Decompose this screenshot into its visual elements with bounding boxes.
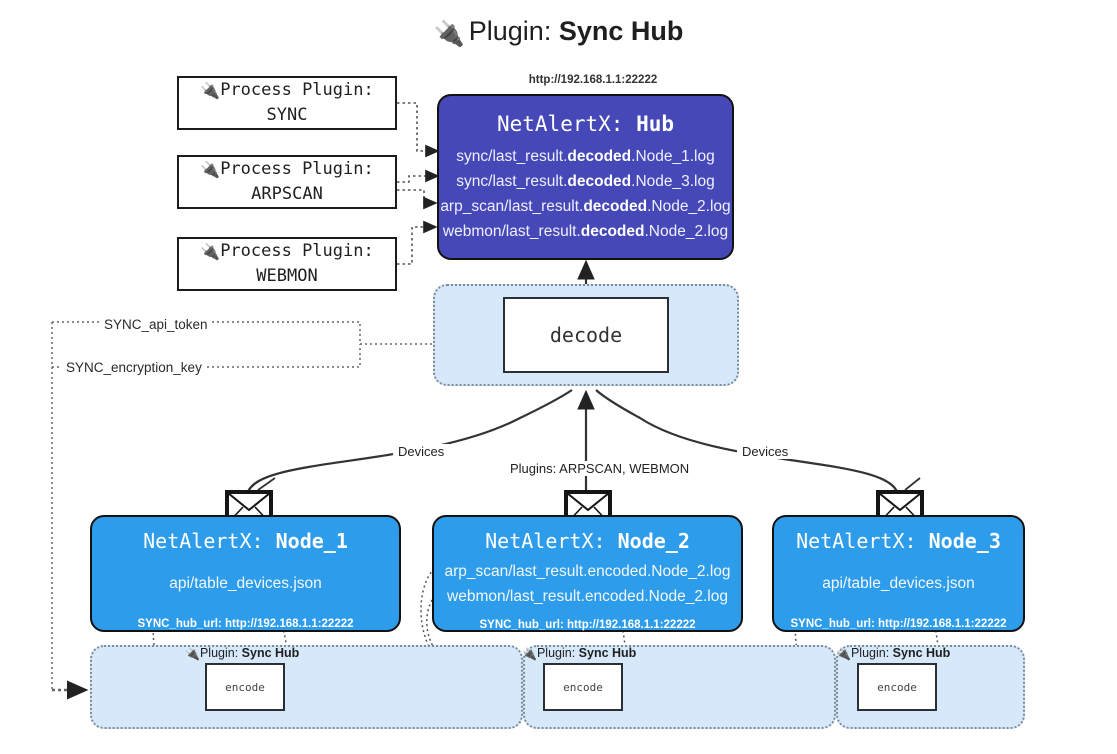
plug-icon: 🔌 [433,20,465,48]
node-title-name: Node_2 [617,529,690,553]
node-1[interactable]: NetAlertX: Node_1 api/table_devices.json… [90,515,401,632]
edge-label-devices-left: Devices [393,444,450,459]
hub-node[interactable]: NetAlertX: Hub sync/last_result.decoded.… [437,94,734,260]
node-line: api/table_devices.json [169,575,322,592]
node-3[interactable]: NetAlertX: Node_3 api/table_devices.json… [772,515,1025,632]
decode-box[interactable]: decode [503,297,669,373]
log-post: .Node_1.log [631,148,715,165]
log-mid: decoded [567,148,632,165]
hub-log-line: webmon/last_result.decoded.Node_2.log [439,219,732,244]
log-post: .Node_3.log [631,173,715,190]
node-hub-url-label: SYNC_hub_url: http://192.168.1.1:22222 [479,619,696,631]
plugin-prefix: Plugin: [536,646,576,660]
node-line: webmon/last_result.encoded.Node_2.log [447,588,728,605]
plugin-name: Sync Hub [892,646,951,660]
process-plugin-arpscan[interactable]: 🔌Process Plugin: ARPSCAN [177,155,397,209]
log-pre: sync/last_result. [456,173,568,190]
hub-title: NetAlertX: Hub [439,112,732,136]
encode-box-2[interactable]: encode [543,663,623,711]
node-line-list: arp_scan/last_result.encoded.Node_2.log … [434,559,741,609]
plug-icon: 🔌 [200,81,221,100]
plugin-prefix: Plugin: [850,646,890,660]
plugin-name: Sync Hub [578,646,637,660]
process-plugin-label: Process Plugin: [220,241,374,261]
sync-api-token-label: SYNC_api_token [100,317,212,332]
node-title: NetAlertX: Node_2 [434,529,741,553]
hub-log-line: arp_scan/last_result.decoded.Node_2.log [439,194,732,219]
hub-log-line: sync/last_result.decoded.Node_3.log [439,169,732,194]
hub-title-prefix: NetAlertX: [496,112,624,136]
node-title: NetAlertX: Node_1 [92,529,399,553]
node-hub-url-label: SYNC_hub_url: http://192.168.1.1:22222 [790,618,1007,630]
encode-plugin-label-1: 🔌Plugin: Sync Hub [185,646,299,661]
edge-label-plugins: Plugins: ARPSCAN, WEBMON [505,461,695,476]
title-name: Sync Hub [558,16,684,46]
plugin-name: Sync Hub [241,646,300,660]
process-plugin-name: ARPSCAN [251,184,323,204]
plug-icon: 🔌 [200,160,221,179]
edge-label-devices-right: Devices [737,444,794,459]
node-line: arp_scan/last_result.encoded.Node_2.log [444,563,731,580]
node-line: api/table_devices.json [822,575,975,592]
node-title-name: Node_1 [275,529,348,553]
node-title-name: Node_3 [928,529,1001,553]
encode-plugin-label-2: 🔌Plugin: Sync Hub [522,646,636,661]
log-pre: sync/last_result. [456,148,568,165]
process-plugin-label: Process Plugin: [220,80,374,100]
log-mid: decoded [567,173,632,190]
hub-title-name: Hub [636,112,675,136]
node-title-prefix: NetAlertX: [143,529,264,553]
process-plugin-name: WEBMON [256,266,318,286]
sync-encryption-key-label: SYNC_encryption_key [62,360,206,375]
node-title: NetAlertX: Node_3 [774,529,1023,553]
log-pre: arp_scan/last_result. [440,198,584,215]
node-2[interactable]: NetAlertX: Node_2 arp_scan/last_result.e… [432,515,743,632]
process-plugin-sync[interactable]: 🔌Process Plugin: SYNC [177,76,397,130]
log-mid: decoded [583,198,648,215]
log-mid: decoded [580,223,645,240]
node-title-prefix: NetAlertX: [485,529,606,553]
plug-icon: 🔌 [836,647,851,661]
process-plugin-name: SYNC [266,105,308,125]
title-prefix: Plugin: [468,16,552,46]
hub-log-list: sync/last_result.decoded.Node_1.log sync… [439,144,732,244]
encode-plugin-label-3: 🔌Plugin: Sync Hub [836,646,950,661]
encode-box-3[interactable]: encode [857,663,937,711]
log-pre: webmon/last_result. [442,223,581,240]
hub-url-label: http://192.168.1.1:22222 [528,74,658,86]
node-title-prefix: NetAlertX: [796,529,917,553]
process-plugin-webmon[interactable]: 🔌Process Plugin: WEBMON [177,237,397,291]
hub-log-line: sync/last_result.decoded.Node_1.log [439,144,732,169]
plug-icon: 🔌 [185,647,200,661]
plugin-prefix: Plugin: [199,646,239,660]
plug-icon: 🔌 [200,242,221,261]
node-hub-url-label: SYNC_hub_url: http://192.168.1.1:22222 [137,618,354,630]
log-post: .Node_2.log [644,223,729,240]
log-post: .Node_2.log [647,198,731,215]
encode-lane-1 [90,645,523,729]
encode-box-1[interactable]: encode [205,663,285,711]
process-plugin-label: Process Plugin: [220,159,374,179]
page-title: 🔌Plugin: Sync Hub [0,14,1117,51]
plug-icon: 🔌 [522,647,537,661]
